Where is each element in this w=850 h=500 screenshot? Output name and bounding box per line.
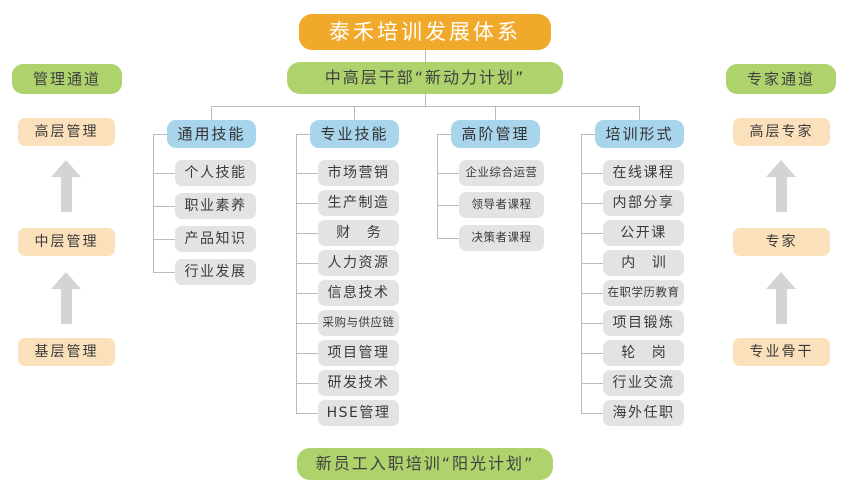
column-stub-3-7 xyxy=(581,383,603,384)
left-channel-arrow-1 xyxy=(51,272,81,324)
column-item-3-6: 轮 岗 xyxy=(603,340,684,366)
column-stub-1-4 xyxy=(296,293,318,294)
column-item-0-2: 产品知识 xyxy=(175,226,256,252)
column-bracket-3 xyxy=(581,134,582,413)
column-item-3-0: 在线课程 xyxy=(603,160,684,186)
column-stub-3-1 xyxy=(581,203,603,204)
column-item-0-1: 职业素养 xyxy=(175,193,256,219)
column-stub-3-6 xyxy=(581,353,603,354)
column-item-3-8: 海外任职 xyxy=(603,400,684,426)
column-stub-1-8 xyxy=(296,413,318,414)
column-stub-1-5 xyxy=(296,323,318,324)
column-bracket-0 xyxy=(153,134,154,272)
column-stub-1-2 xyxy=(296,233,318,234)
right-channel-arrow-0 xyxy=(766,160,796,212)
column-stub-3-8 xyxy=(581,413,603,414)
column-stub-1-6 xyxy=(296,353,318,354)
column-header-2: 高阶管理 xyxy=(451,120,540,148)
connector-bus-drop-2 xyxy=(354,106,355,120)
column-item-2-2: 决策者课程 xyxy=(459,225,544,251)
column-bracket-1 xyxy=(296,134,297,413)
column-bracket-stub-0-header xyxy=(153,134,167,135)
column-stub-2-2 xyxy=(437,238,459,239)
column-header-3: 培训形式 xyxy=(595,120,684,148)
column-bracket-stub-3-header xyxy=(581,134,595,135)
diagram-title: 泰禾培训发展体系 xyxy=(299,14,551,50)
column-item-2-1: 领导者课程 xyxy=(459,192,544,218)
column-stub-1-7 xyxy=(296,383,318,384)
column-stub-0-1 xyxy=(153,206,175,207)
column-stub-2-0 xyxy=(437,173,459,174)
column-item-3-7: 行业交流 xyxy=(603,370,684,396)
column-stub-1-1 xyxy=(296,203,318,204)
left-channel-header: 管理通道 xyxy=(12,64,122,94)
column-item-3-3: 内 训 xyxy=(603,250,684,276)
column-header-0: 通用技能 xyxy=(167,120,256,148)
column-item-3-5: 项目锻炼 xyxy=(603,310,684,336)
right-channel-level-2: 专业骨干 xyxy=(733,338,830,366)
column-stub-0-0 xyxy=(153,173,175,174)
right-channel-level-1: 专家 xyxy=(733,228,830,256)
connector-bus-drop-4 xyxy=(639,106,640,120)
column-stub-2-1 xyxy=(437,205,459,206)
connector-subtitle-drop xyxy=(425,94,426,106)
column-item-3-1: 内部分享 xyxy=(603,190,684,216)
right-channel-arrow-1 xyxy=(766,272,796,324)
column-item-1-4: 信息技术 xyxy=(318,280,399,306)
column-stub-3-5 xyxy=(581,323,603,324)
column-item-1-6: 项目管理 xyxy=(318,340,399,366)
connector-bus-drop-3 xyxy=(495,106,496,120)
column-item-2-0: 企业综合运营 xyxy=(459,160,544,186)
column-stub-3-3 xyxy=(581,263,603,264)
column-item-1-1: 生产制造 xyxy=(318,190,399,216)
column-bracket-stub-1-header xyxy=(296,134,310,135)
column-item-1-7: 研发技术 xyxy=(318,370,399,396)
column-stub-3-4 xyxy=(581,293,603,294)
column-stub-1-3 xyxy=(296,263,318,264)
column-stub-1-0 xyxy=(296,173,318,174)
column-item-1-5: 采购与供应链 xyxy=(318,310,399,336)
connector-bus-horizontal xyxy=(211,106,639,107)
column-stub-0-2 xyxy=(153,239,175,240)
column-stub-0-3 xyxy=(153,272,175,273)
column-header-1: 专业技能 xyxy=(310,120,399,148)
diagram-subtitle: 中高层干部“新动力计划” xyxy=(287,62,563,94)
left-channel-arrow-0 xyxy=(51,160,81,212)
column-bracket-2 xyxy=(437,134,438,238)
left-channel-level-2: 基层管理 xyxy=(18,338,115,366)
left-channel-level-0: 高层管理 xyxy=(18,118,115,146)
column-item-1-8: HSE管理 xyxy=(318,400,399,426)
column-item-1-0: 市场营销 xyxy=(318,160,399,186)
column-stub-3-2 xyxy=(581,233,603,234)
column-item-0-0: 个人技能 xyxy=(175,160,256,186)
right-channel-level-0: 高层专家 xyxy=(733,118,830,146)
column-bracket-stub-2-header xyxy=(437,134,451,135)
column-item-1-2: 财 务 xyxy=(318,220,399,246)
column-item-3-2: 公开课 xyxy=(603,220,684,246)
column-item-3-4: 在职学历教育 xyxy=(603,280,684,306)
right-channel-header: 专家通道 xyxy=(726,64,836,94)
left-channel-level-1: 中层管理 xyxy=(18,228,115,256)
column-item-0-3: 行业发展 xyxy=(175,259,256,285)
column-item-1-3: 人力资源 xyxy=(318,250,399,276)
connector-title-to-subtitle xyxy=(425,50,426,62)
connector-bus-drop-1 xyxy=(211,106,212,120)
column-stub-3-0 xyxy=(581,173,603,174)
diagram-footer: 新员工入职培训“阳光计划” xyxy=(297,448,553,480)
